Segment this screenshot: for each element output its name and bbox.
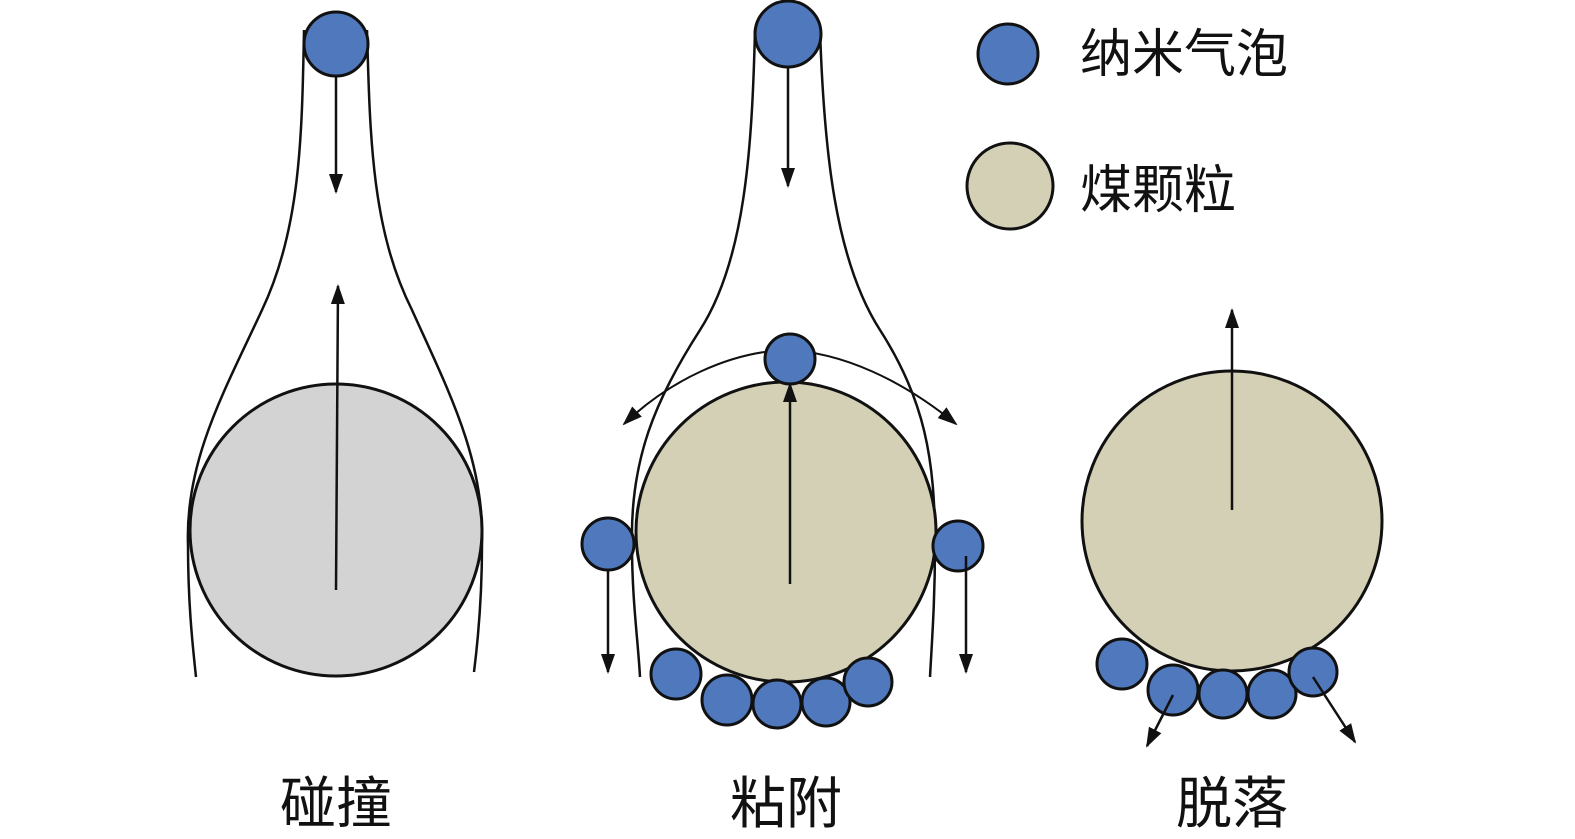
nanobubble-side-left (580, 516, 636, 572)
nanobubble-side-right (931, 519, 985, 573)
stage-detachment: 脱落 (1080, 308, 1384, 837)
nanobubble-attached (700, 673, 754, 727)
legend-particle-label: 煤颗粒 (1080, 161, 1236, 221)
nanobubble (753, 0, 823, 69)
coal-particle (634, 380, 938, 684)
nanobubble-top (763, 332, 817, 386)
nanobubble-detaching (1146, 663, 1200, 717)
legend: 纳米气泡 煤颗粒 (965, 22, 1288, 231)
particle-motion-arrow-up (330, 284, 345, 591)
detach-arrow-left (1145, 694, 1175, 748)
nanobubble-attached (800, 676, 852, 728)
stage-label-collision: 碰撞 (280, 772, 392, 837)
stage-label-detachment: 脱落 (1176, 772, 1288, 837)
nanobubble-attached (1095, 637, 1149, 691)
nanobubble-attached (649, 647, 703, 701)
nanobubble-attached (1246, 668, 1298, 720)
legend-bubble-label: 纳米气泡 (1080, 25, 1288, 85)
nanobubble-attached (842, 656, 894, 708)
nanobubble (302, 10, 370, 78)
stage-label-attachment: 粘附 (730, 772, 842, 837)
stage-collision: 碰撞 (186, 10, 484, 837)
flow-streamline-right (365, 29, 484, 673)
nanobubble-attached (1197, 668, 1249, 720)
legend-bubble-swatch (976, 22, 1040, 86)
flow-streamline-left (186, 29, 306, 678)
detach-arrow-right (1311, 676, 1357, 744)
legend-particle-swatch (965, 141, 1055, 231)
stage-attachment: 粘附 (580, 0, 985, 837)
nanobubble-detaching (1287, 646, 1339, 698)
nanobubble-attached (751, 678, 803, 730)
flow-streamline-left (630, 29, 757, 678)
